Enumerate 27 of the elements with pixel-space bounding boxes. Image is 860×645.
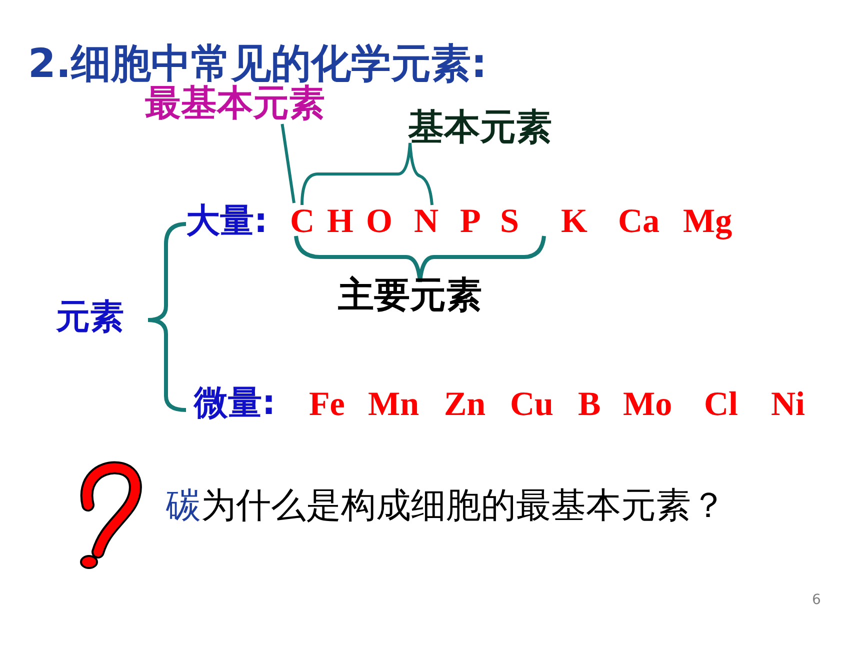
bracket-label: 基本元素 (408, 110, 552, 146)
leader-label: 最基本元素 (145, 86, 325, 122)
category-label: 大量: (186, 204, 268, 238)
page-number: 6 (812, 593, 821, 607)
element-symbol: K (561, 205, 588, 239)
heading: 2.细胞中常见的化学元素: (28, 44, 488, 84)
element-symbol: Mg (683, 205, 732, 239)
element-symbol: Zn (444, 388, 486, 422)
element-symbol: P (460, 205, 481, 239)
question-text: 碳为什么是构成细胞的最基本元素？ (166, 489, 726, 524)
element-symbol: H (327, 205, 354, 239)
element-symbol: O (366, 205, 392, 239)
element-symbol: Cu (510, 388, 554, 422)
element-symbol: Mn (368, 388, 419, 422)
element-symbol: Fe (309, 388, 345, 422)
bracket-label: 主要元素 (338, 278, 482, 314)
category-label: 微量: (194, 386, 276, 420)
element-symbol: C (290, 205, 315, 239)
leader-line (280, 124, 296, 204)
element-symbol: S (500, 205, 519, 239)
element-symbol: Ni (771, 388, 805, 422)
category-label: 元素 (56, 300, 124, 334)
element-symbol: Mo (623, 388, 672, 422)
element-symbol: B (578, 388, 601, 422)
element-symbol: N (414, 205, 439, 239)
element-symbol: Cl (704, 388, 738, 422)
element-symbol: Ca (618, 205, 660, 239)
